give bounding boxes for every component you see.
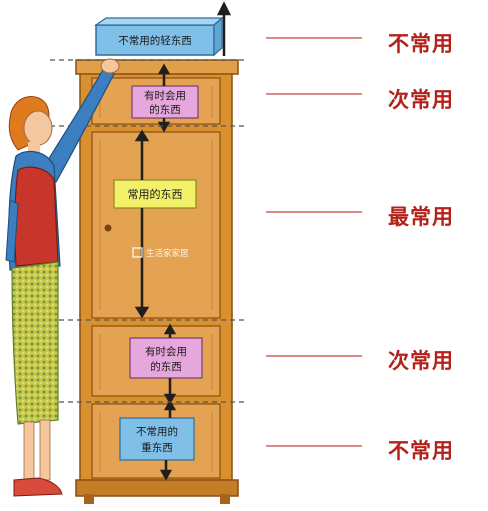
- wardrobe: [75, 59, 239, 504]
- middle-box-label: 常用的东西: [128, 187, 183, 201]
- zone-label-middle: 最常用: [388, 205, 454, 229]
- bottom-box-label-line2: 重东西: [141, 441, 173, 454]
- zone-label-upper: 次常用: [388, 88, 454, 112]
- lower-box-label-line2: 的东西: [150, 360, 182, 373]
- zone-label-lower: 次常用: [388, 349, 454, 373]
- middle-door-panel: [91, 131, 221, 319]
- lower-box-label-line1: 有时会用: [145, 345, 187, 358]
- zone-guide-lines: [266, 37, 362, 447]
- lower-pink-box: [129, 337, 203, 379]
- bottom-blue-box: [119, 417, 195, 461]
- top-box-label: 不常用的轻东西: [118, 34, 192, 47]
- bottom-box-label-line1: 不常用的: [136, 425, 178, 438]
- upper-pink-box: [131, 85, 199, 119]
- height-arrows: [134, 1, 232, 481]
- watermark: 生活家家居: [132, 247, 189, 259]
- middle-yellow-box: [113, 179, 197, 209]
- upper-box-label-line2: 的东西: [149, 103, 181, 116]
- door-knob: [104, 224, 112, 232]
- zone-label-top: 不常用: [388, 32, 454, 56]
- top-storage-box: [94, 16, 224, 57]
- upper-box-label-line1: 有时会用: [144, 89, 186, 102]
- zone-label-bottom: 不常用: [388, 439, 454, 463]
- woman-figure: [5, 58, 120, 497]
- watermark-text: 生活家家居: [146, 248, 189, 259]
